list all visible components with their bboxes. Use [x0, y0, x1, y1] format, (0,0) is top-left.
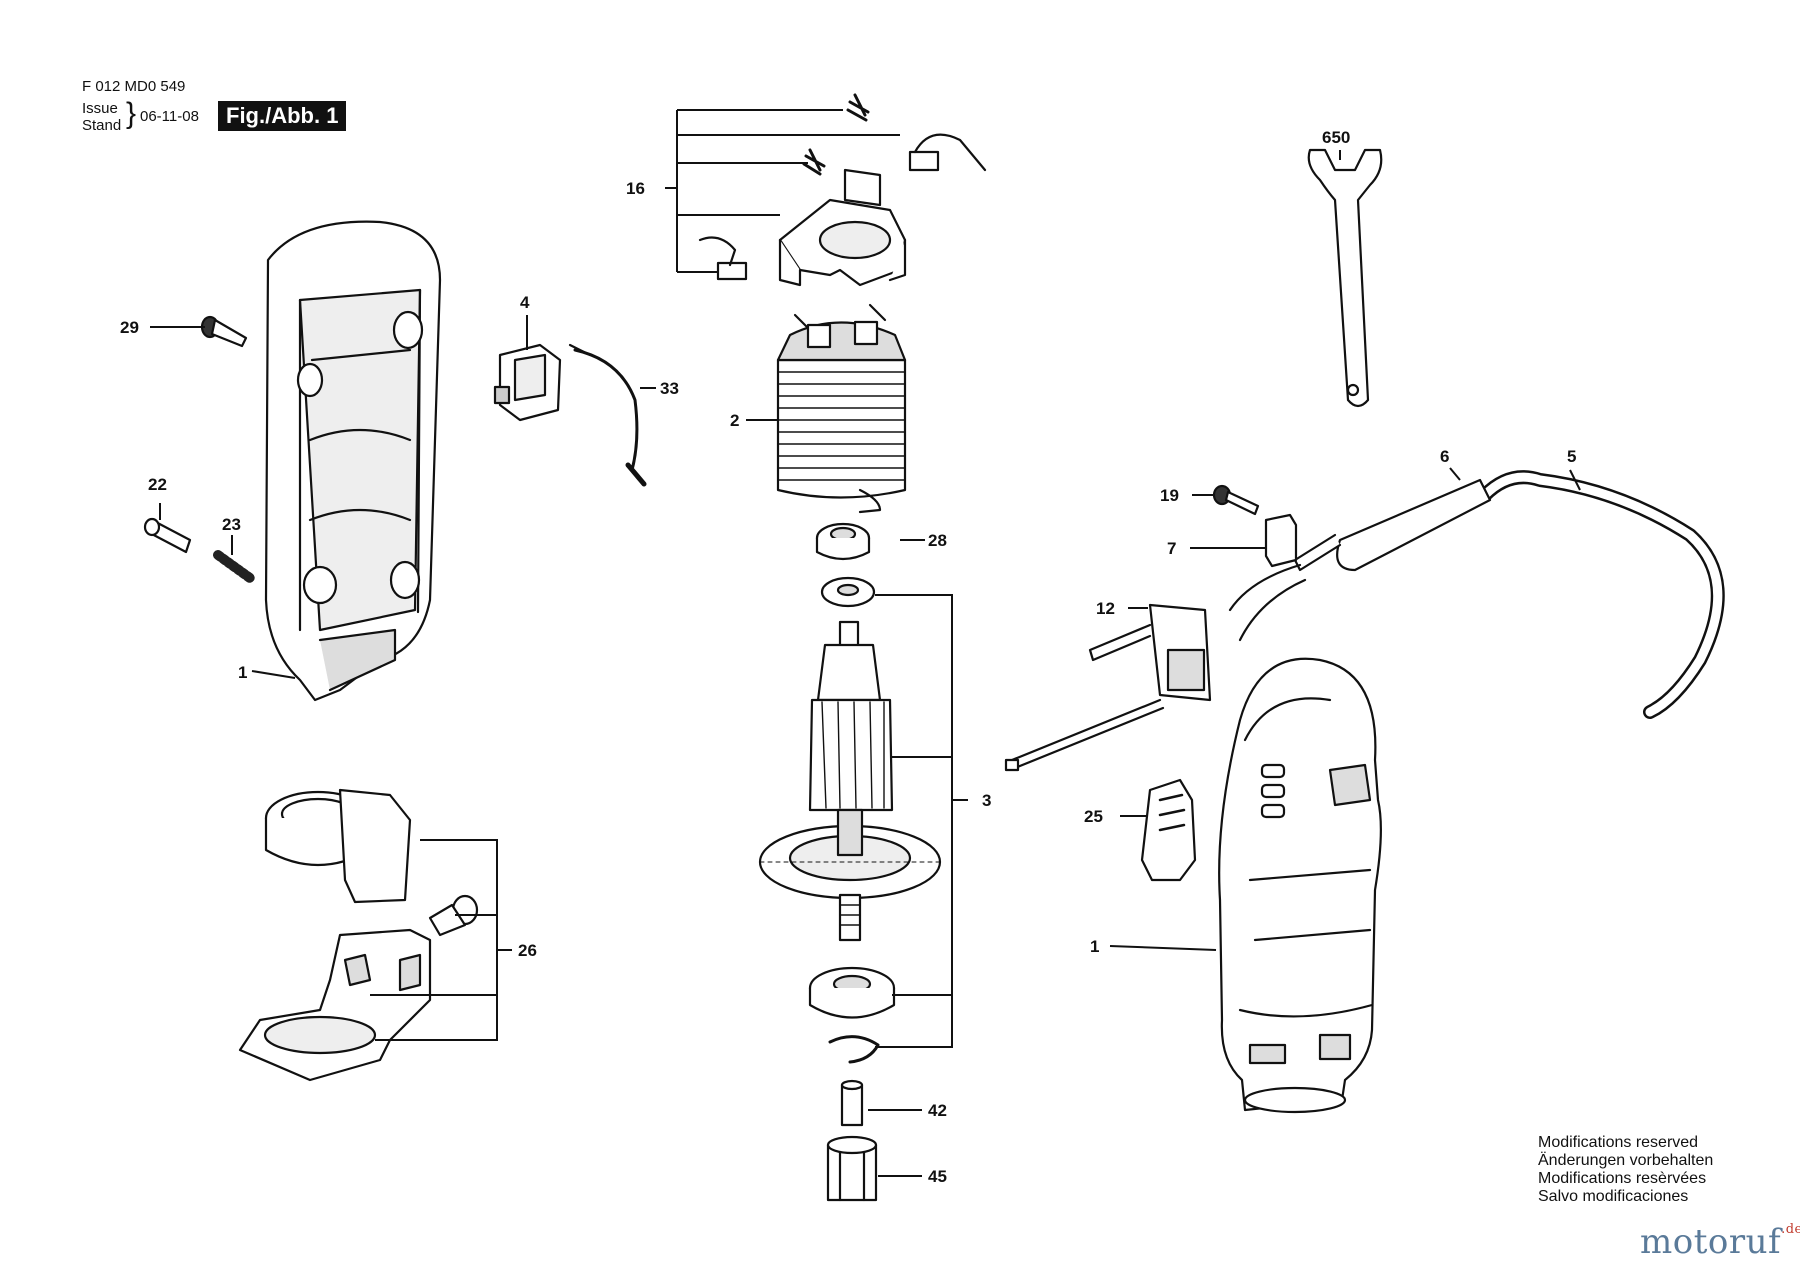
stand-label: Stand	[82, 117, 122, 134]
cable-part-33	[568, 343, 647, 487]
wrench-part-650	[1307, 148, 1383, 408]
brace-icon: }	[126, 97, 137, 130]
callout-16: 16	[626, 179, 645, 198]
callout-45: 45	[928, 1167, 947, 1186]
screw-part-29	[200, 315, 248, 348]
suppressor-part-12	[1004, 603, 1212, 772]
callout-26: 26	[518, 941, 537, 960]
callout-5: 5	[1567, 447, 1576, 466]
callout-23: 23	[222, 515, 241, 534]
watermark-logo: motoruf.de	[1640, 1222, 1800, 1262]
callout-33: 33	[660, 379, 679, 398]
leader-lines	[150, 109, 1581, 1177]
note-french: Modifications resèrvées	[1538, 1170, 1707, 1187]
armature-part-3	[758, 576, 942, 1064]
callout-12: 12	[1096, 599, 1115, 618]
field-coil-part-2	[776, 303, 907, 514]
screw-part-19	[1212, 484, 1260, 516]
callout-7: 7	[1167, 539, 1176, 558]
collet-nut-part-45	[826, 1135, 878, 1202]
callout-4: 4	[520, 293, 530, 312]
callout-labels: 1 1 2 3 4 5 6 7 12 16 19 22 23 25 26 28 …	[120, 128, 1576, 1186]
callout-28: 28	[928, 531, 947, 550]
motor-housing-part-1	[1218, 657, 1382, 1114]
housing-shell-part-1	[264, 220, 442, 702]
cord-protector-part-6	[1228, 478, 1492, 642]
watermark-suffix: .de	[1781, 1222, 1800, 1237]
note-german: Änderungen vorbehalten	[1538, 1152, 1714, 1169]
brush-holder-part-16	[698, 93, 987, 287]
switch-slider-part-25	[1140, 778, 1197, 882]
issue-date: 06-11-08	[140, 108, 199, 125]
issue-label: Issue	[82, 100, 118, 117]
callout-19: 19	[1160, 486, 1179, 505]
callout-3: 3	[982, 791, 991, 810]
cord-clamp-part-7	[1264, 513, 1298, 568]
callout-42: 42	[928, 1101, 947, 1120]
switch-part-4	[493, 343, 562, 422]
callout-2: 2	[730, 411, 739, 430]
spring-part-23	[213, 550, 255, 583]
watermark-text: motoruf	[1640, 1222, 1782, 1262]
callout-22: 22	[148, 475, 167, 494]
figure-label: Fig./Abb. 1	[218, 101, 347, 131]
note-english: Modifications reserved	[1538, 1134, 1699, 1151]
bit-part-42	[840, 1079, 864, 1127]
callout-29: 29	[120, 318, 139, 337]
callout-6: 6	[1440, 447, 1449, 466]
note-spanish: Salvo modificaciones	[1538, 1188, 1689, 1205]
power-cord-part-5	[1478, 470, 1725, 719]
document-number: F 012 MD0 549	[82, 78, 186, 95]
attachment-base-part-26	[238, 788, 479, 1082]
bearing-part-28	[815, 522, 871, 561]
callout-25: 25	[1084, 807, 1103, 826]
callout-650: 650	[1322, 128, 1350, 147]
callout-1-left: 1	[238, 663, 247, 682]
callout-1-right: 1	[1090, 937, 1099, 956]
modification-notes: Modifications reserved Änderungen vorbeh…	[1538, 1134, 1713, 1206]
pin-part-22	[143, 517, 192, 554]
